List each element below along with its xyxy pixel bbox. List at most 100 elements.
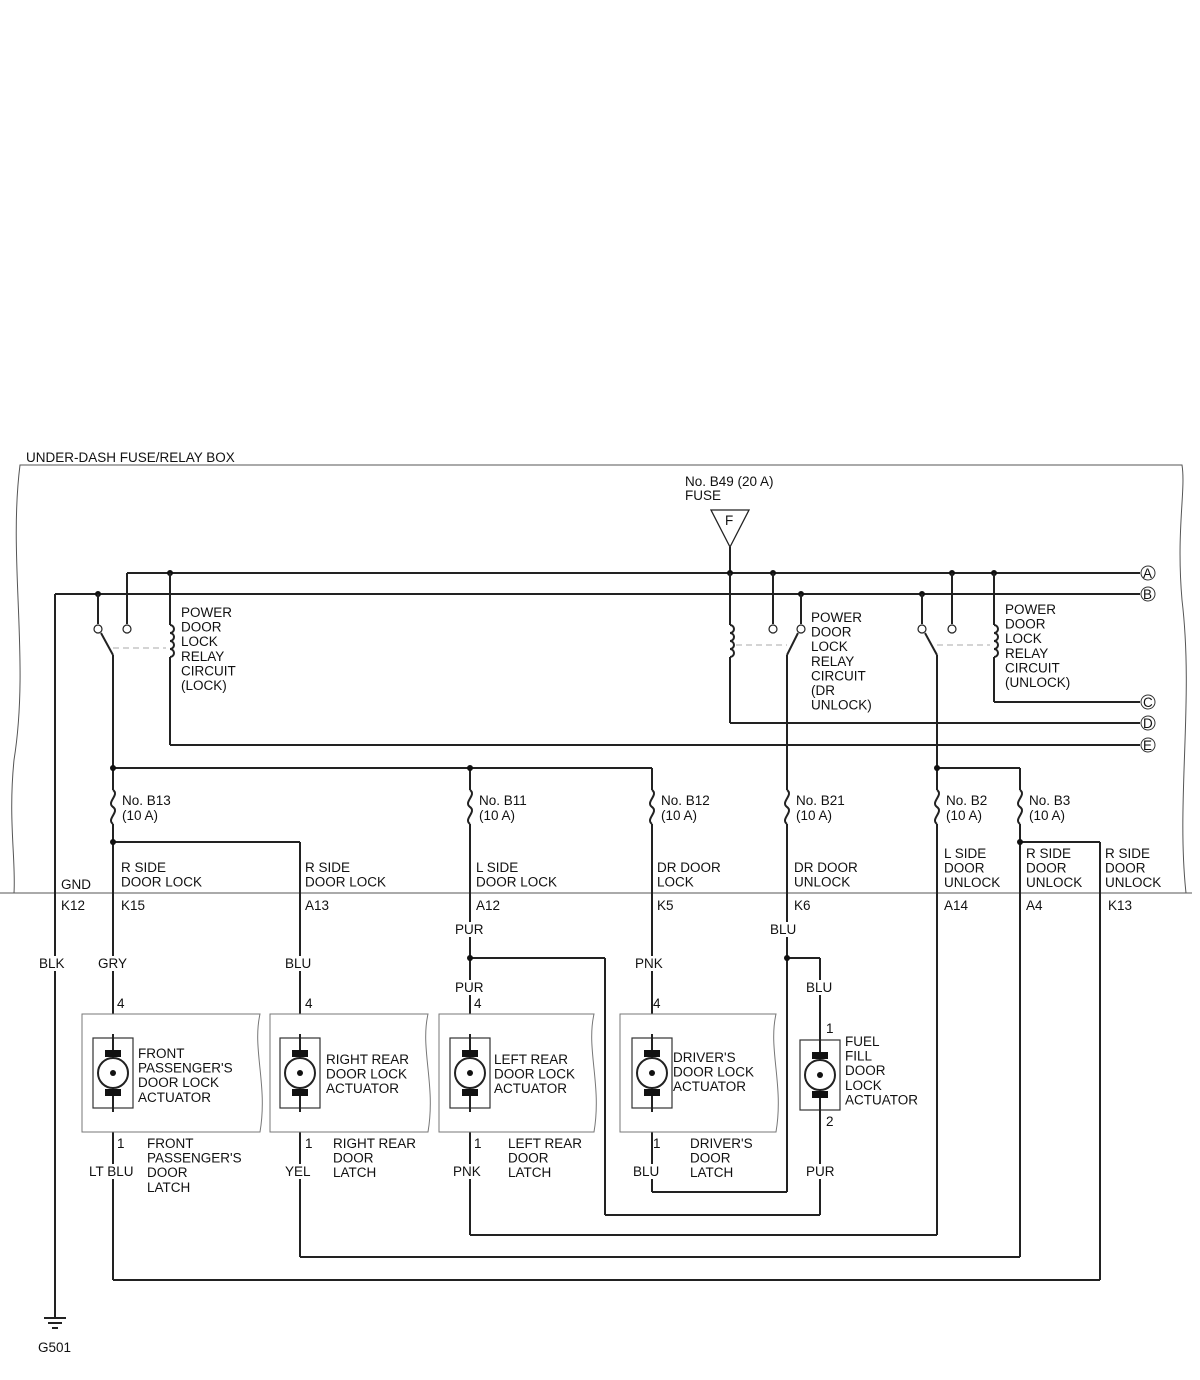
latch-label: DOOR	[147, 1165, 188, 1180]
wire-color-pnk-k5: PNK	[635, 956, 663, 971]
latch-label: DOOR	[508, 1151, 549, 1166]
relay-dr-unlock-text: RELAY	[811, 654, 854, 669]
pin-top: 4	[117, 996, 125, 1011]
circuit-label: L SIDE	[944, 846, 986, 861]
connector-pin: K15	[121, 898, 145, 913]
relay-unlock-text: RELAY	[1005, 646, 1048, 661]
actuator-name: LEFT REAR	[494, 1052, 568, 1067]
circuit-label: L SIDE	[476, 860, 518, 875]
actuator-name: ACTUATOR	[845, 1092, 918, 1107]
actuator-name: DOOR LOCK	[494, 1067, 575, 1082]
relay-dr-unlock-text: DOOR	[811, 625, 852, 640]
latch-label: LATCH	[333, 1165, 376, 1180]
junction-dot	[467, 765, 473, 771]
wire-color-gry: GRY	[98, 956, 127, 971]
actuator-name: FUEL	[845, 1034, 880, 1049]
relay-lock	[93, 573, 175, 893]
relay-dr-unlock-text: POWER	[811, 610, 862, 625]
actuator-name: ACTUATOR	[326, 1081, 399, 1096]
actuator-name: PASSENGER'S	[138, 1061, 233, 1076]
actuator-name: DRIVER'S	[673, 1050, 736, 1065]
actuator-name: ACTUATOR	[138, 1090, 211, 1105]
wire-color-pnk-ret: PNK	[453, 1164, 481, 1179]
circuit-label: R SIDE	[1026, 846, 1071, 861]
terminal-e: E	[1140, 737, 1156, 753]
fuse-nob3: No. B3(10 A)	[1014, 789, 1070, 825]
relay-lock-text: CIRCUIT	[181, 663, 236, 678]
actuator-name: DOOR LOCK	[326, 1067, 407, 1082]
fuse-rating: (10 A)	[946, 808, 982, 823]
connector-pin: K5	[657, 898, 674, 913]
relay-lock-text: DOOR	[181, 620, 222, 635]
pin-top: 4	[653, 996, 661, 1011]
connector-pin: A4	[1026, 898, 1043, 913]
circuit-label: DOOR	[944, 861, 985, 876]
ground-label: G501	[38, 1340, 71, 1355]
relay-dr-unlock-text: LOCK	[811, 639, 848, 654]
fuse-nob13: No. B13(10 A)	[107, 789, 171, 825]
circuit-label: UNLOCK	[1026, 875, 1082, 890]
circuit-label: R SIDE	[305, 860, 350, 875]
circuit-label: DR DOOR	[794, 860, 858, 875]
pin-top: 4	[474, 996, 482, 1011]
terminal-a: A	[1140, 565, 1156, 581]
wire-color-yel: YEL	[285, 1164, 311, 1179]
terminal-d: D	[1140, 715, 1156, 731]
relay-dr-unlock	[729, 573, 806, 893]
wire-color-blu-a13: BLU	[285, 956, 311, 971]
terminal-letter: C	[1143, 695, 1153, 710]
motor-icon	[804, 1059, 836, 1091]
main-fuse-label: No. B49 (20 A)	[685, 474, 774, 489]
junction-dot	[934, 765, 940, 771]
actuator-name: DOOR	[845, 1063, 886, 1078]
pin-top: 1	[826, 1021, 834, 1036]
relay-lock-text: POWER	[181, 605, 232, 620]
latch-label: PASSENGER'S	[147, 1151, 242, 1166]
terminal-c: C	[1140, 694, 1156, 710]
main-fuse-symbol	[709, 509, 751, 549]
relay-lock-text: RELAY	[181, 649, 224, 664]
connector-pin: A13	[305, 898, 329, 913]
latch-label: DOOR	[333, 1151, 374, 1166]
relay-unlock-text: LOCK	[1005, 631, 1042, 646]
relay-dr-unlock-text: CIRCUIT	[811, 668, 866, 683]
connector-pin: K13	[1108, 898, 1132, 913]
circuit-label: LOCK	[657, 875, 694, 890]
fuse-name: No. B12	[661, 793, 710, 808]
pin-bottom: 2	[826, 1114, 834, 1129]
pin-bottom: 1	[117, 1136, 125, 1151]
connector-pin: A14	[944, 898, 969, 913]
fuse-name: No. B21	[796, 793, 845, 808]
fuse-nob11: No. B11(10 A)	[464, 789, 527, 825]
pin-bottom: 1	[305, 1136, 313, 1151]
relay-lock-text: (LOCK)	[181, 678, 227, 693]
main-fuse-label-2: FUSE	[685, 488, 721, 503]
actuator-name: ACTUATOR	[673, 1079, 746, 1094]
junction-dot	[110, 765, 116, 771]
latch-label: LEFT REAR	[508, 1136, 582, 1151]
circuit-label: R SIDE	[1105, 846, 1150, 861]
terminal-letter: E	[1143, 738, 1152, 753]
circuit-label: DOOR	[1105, 861, 1146, 876]
main-fuse-letter: F	[725, 513, 733, 528]
wire-color-blu-k6: BLU	[770, 922, 796, 937]
wire-color-blk: BLK	[39, 956, 65, 971]
wire-color-pur-branch: PUR	[455, 980, 484, 995]
relay-unlock-text: POWER	[1005, 602, 1056, 617]
actuator-name: RIGHT REAR	[326, 1052, 409, 1067]
circuit-label: DOOR LOCK	[305, 875, 386, 890]
fuse-rating: (10 A)	[1029, 808, 1065, 823]
wire-color-pur-ret: PUR	[806, 1164, 835, 1179]
relay-unlock	[917, 573, 999, 893]
fuse-rating: (10 A)	[796, 808, 832, 823]
circuit-label: UNLOCK	[944, 875, 1000, 890]
junction-dot	[110, 839, 116, 845]
relay-unlock-text: DOOR	[1005, 617, 1046, 632]
latch-label: LATCH	[508, 1165, 551, 1180]
actuator-name: ACTUATOR	[494, 1081, 567, 1096]
